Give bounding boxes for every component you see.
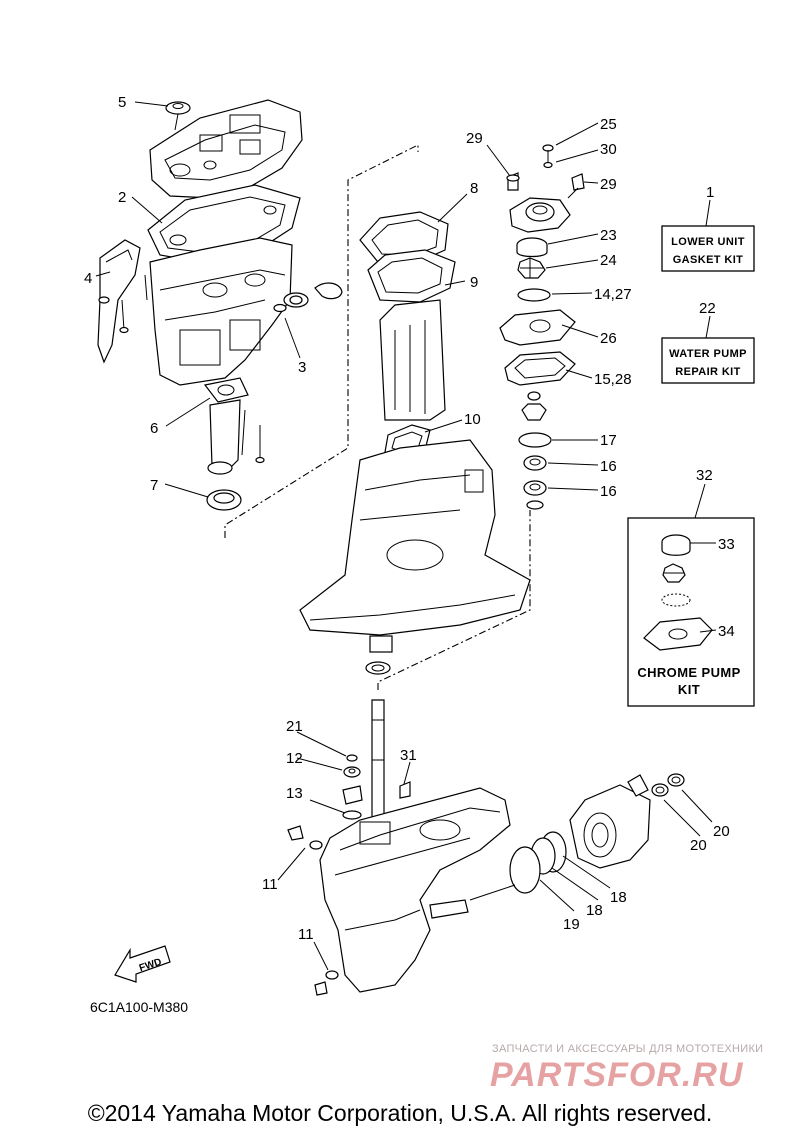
lower-unit-gasket-kit-line1: LOWER UNIT [671,236,745,248]
callout-26: 26 [600,330,617,347]
callout-33: 33 [718,536,735,553]
diagram-code: 6C1A100-M380 [90,999,188,1015]
callout-4: 4 [84,270,92,287]
callout-2: 2 [118,189,126,206]
water-pump-repair-kit-line2: REPAIR KIT [675,366,741,378]
gasket-stack [359,211,456,421]
propeller-shaft-housing [469,773,685,901]
watermark-logo: PARTSFOR.RU [490,1056,744,1094]
chrome-pump-kit-line2: KIT [678,682,700,697]
callout-20-left: 20 [690,837,707,854]
callout-30: 30 [600,141,617,158]
lower-case-body [299,439,531,675]
assembly-line-left [224,144,419,538]
callout-23: 23 [600,227,617,244]
callout-32: 32 [696,467,713,484]
callout-29-right: 29 [600,176,617,193]
leader-lines [95,101,717,971]
callout-numbers: 5 2 4 3 6 7 8 9 10 29 25 30 29 1 23 24 1… [84,94,735,943]
chrome-pump-kit-line1: CHROME PUMP [637,665,740,680]
callout-13: 13 [286,785,303,802]
callout-16-lower: 16 [600,483,617,500]
callout-20-right: 20 [713,823,730,840]
water-pump-repair-kit-box: WATER PUMP REPAIR KIT [661,315,755,384]
fwd-direction-arrow: FWD [114,945,171,983]
lower-gearcase [287,699,511,996]
callout-18-left: 18 [586,902,603,919]
callout-5: 5 [118,94,126,111]
callout-6: 6 [150,420,158,437]
callout-22: 22 [699,300,716,317]
chrome-pump-kit-box: CHROME PUMP KIT [627,483,755,707]
copyright-notice: ©2014 Yamaha Motor Corporation, U.S.A. A… [87,1100,713,1126]
callout-21: 21 [286,718,303,735]
callout-10: 10 [464,411,481,428]
callout-18-right: 18 [610,889,627,906]
callout-34: 34 [718,623,735,640]
callout-19: 19 [563,916,580,933]
callout-12: 12 [286,750,303,767]
callout-11-lower: 11 [298,926,314,943]
callout-31: 31 [400,747,417,764]
callout-29-left: 29 [466,130,483,147]
callout-24: 24 [600,252,617,269]
water-pump-stack [499,144,585,510]
callout-17: 17 [600,432,617,449]
lower-unit-gasket-kit-line2: GASKET KIT [673,254,744,266]
exhaust-tube-assembly [203,377,265,511]
callout-9: 9 [470,274,478,291]
callout-14-27: 14,27 [594,286,632,303]
callout-1: 1 [706,184,714,201]
water-pump-repair-kit-line1: WATER PUMP [669,348,747,360]
upper-casing-assembly [97,99,343,386]
callout-7: 7 [150,477,158,494]
callout-16-upper: 16 [600,458,617,475]
callout-15-28: 15,28 [594,371,632,388]
callout-3: 3 [298,359,306,376]
watermark-subtitle: ЗАПЧАСТИ И АКСЕССУАРЫ ДЛЯ МОТОТЕХНИКИ [492,1043,764,1055]
callout-11-upper: 11 [262,876,278,893]
callout-8: 8 [470,180,478,197]
assembly-line-center [377,510,531,690]
lower-unit-gasket-kit-box: LOWER UNIT GASKET KIT [661,199,755,272]
callout-25: 25 [600,116,617,133]
